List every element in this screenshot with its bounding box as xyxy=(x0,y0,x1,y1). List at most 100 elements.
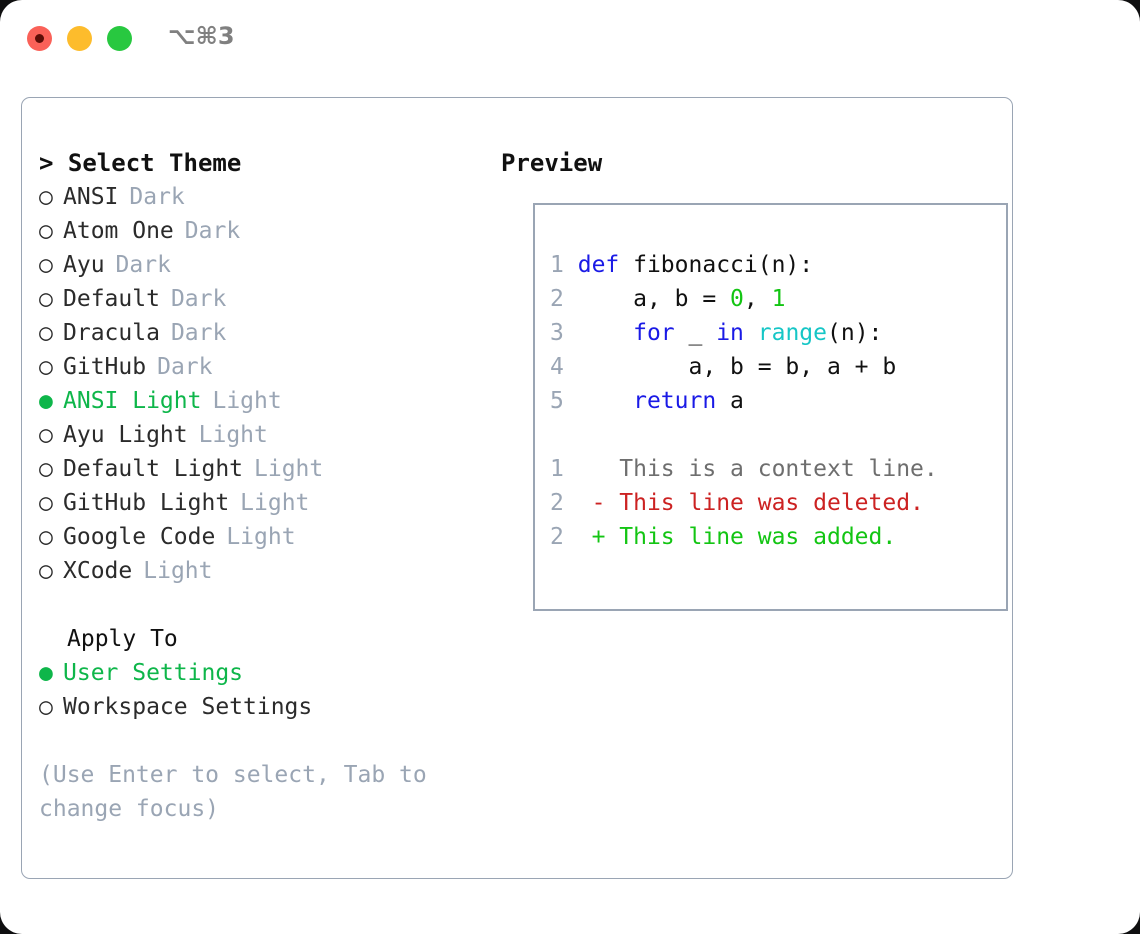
title-bar: ⌥⌘3 xyxy=(0,0,1140,78)
radio-unselected-icon[interactable]: ○ xyxy=(39,558,53,584)
code-token: in xyxy=(716,320,744,346)
theme-list-item[interactable]: ○ GitHub Dark xyxy=(39,350,489,384)
apply-to-option[interactable]: ○Workspace Settings xyxy=(39,690,489,724)
keyboard-hint-text: (Use Enter to select, Tab to change focu… xyxy=(39,762,427,822)
theme-variant-tag: Light xyxy=(226,524,296,550)
preview-heading: Preview xyxy=(501,149,603,177)
diff-text: This line was added. xyxy=(619,524,897,550)
diff-gutter-space xyxy=(564,456,592,482)
theme-list-item[interactable]: ○ Dracula Dark xyxy=(39,316,489,350)
radio-unselected-icon[interactable]: ○ xyxy=(39,218,53,244)
code-line: 5 return a xyxy=(550,384,896,418)
theme-list-item[interactable]: ○ Default Light Light xyxy=(39,452,489,486)
apply-to-option[interactable]: ● User Settings xyxy=(39,656,489,690)
theme-name: XCode xyxy=(63,558,133,584)
code-token xyxy=(744,320,758,346)
code-token: 1 xyxy=(771,286,786,312)
theme-variant-tag: Light xyxy=(254,456,324,482)
theme-name: Default xyxy=(63,286,160,312)
theme-list-item[interactable]: ○ XCode Light xyxy=(39,554,489,588)
theme-name: ANSI xyxy=(63,184,119,210)
radio-unselected-icon[interactable]: ○ xyxy=(39,286,53,312)
code-token: for xyxy=(633,320,675,346)
diff-line-number: 2 xyxy=(550,524,564,550)
code-token: a, b = b, a + b xyxy=(577,354,897,380)
code-token: a, b = xyxy=(577,286,731,312)
code-gutter-space xyxy=(564,354,578,380)
theme-variant-tag: Dark xyxy=(157,354,213,380)
theme-variant-tag: Dark xyxy=(129,184,185,210)
theme-variant-tag: Light xyxy=(143,558,213,584)
code-token: a xyxy=(716,388,744,414)
theme-list-item[interactable]: ○ Atom One Dark xyxy=(39,214,489,248)
theme-name: Ayu xyxy=(63,252,105,278)
theme-list-item[interactable]: ○ Google Code Light xyxy=(39,520,489,554)
code-line-number: 4 xyxy=(550,354,564,380)
theme-list-item[interactable]: ○ Ayu Light Light xyxy=(39,418,489,452)
apply-to-section: Apply To ●User Settings○Workspace Settin… xyxy=(39,622,489,724)
code-line-number: 3 xyxy=(550,320,564,346)
close-window-icon[interactable] xyxy=(27,26,52,51)
code-gutter-space xyxy=(564,320,578,346)
diff-marker: + xyxy=(591,524,620,550)
code-token: 0 xyxy=(730,286,744,312)
theme-list-item[interactable]: ● ANSI Light Light xyxy=(39,384,489,418)
theme-name: Dracula xyxy=(63,320,160,346)
theme-name: Google Code xyxy=(63,524,216,550)
code-line: 1 def fibonacci(n): xyxy=(550,248,896,282)
theme-list-item[interactable]: ○ GitHub Light Light xyxy=(39,486,489,520)
theme-name: Atom One xyxy=(63,218,174,244)
radio-unselected-icon[interactable]: ○ xyxy=(39,694,53,720)
radio-unselected-icon[interactable]: ○ xyxy=(39,524,53,550)
theme-variant-tag: Light xyxy=(240,490,310,516)
radio-unselected-icon[interactable]: ○ xyxy=(39,422,53,448)
theme-name: Default Light xyxy=(63,456,244,482)
radio-unselected-icon[interactable]: ○ xyxy=(39,252,53,278)
diff-line-number: 2 xyxy=(550,490,564,516)
diff-marker: - xyxy=(591,490,620,516)
code-line: 3 for _ in range(n): xyxy=(550,316,896,350)
theme-name: GitHub Light xyxy=(63,490,230,516)
code-line-number: 2 xyxy=(550,286,564,312)
apply-to-option-label: User Settings xyxy=(63,660,244,686)
radio-unselected-icon[interactable]: ○ xyxy=(39,320,53,346)
theme-variant-tag: Dark xyxy=(184,218,241,244)
theme-name: ANSI Light xyxy=(63,388,202,414)
theme-name: Ayu Light xyxy=(63,422,188,448)
diff-line: 2 - This line was deleted. xyxy=(550,486,938,520)
theme-variant-tag: Dark xyxy=(170,320,227,346)
theme-variant-tag: Dark xyxy=(115,252,171,278)
radio-unselected-icon[interactable]: ○ xyxy=(39,490,53,516)
diff-line: 1 This is a context line. xyxy=(550,452,938,486)
code-gutter-space xyxy=(564,286,578,312)
theme-name: GitHub xyxy=(63,354,147,380)
radio-selected-icon[interactable]: ● xyxy=(39,660,53,686)
code-line-number: 1 xyxy=(550,252,564,278)
theme-list-item[interactable]: ○ ANSI Dark xyxy=(39,180,489,214)
theme-variant-tag: Light xyxy=(212,388,282,414)
diff-sample: 1 This is a context line.2 - This line w… xyxy=(550,452,938,554)
maximize-window-icon[interactable] xyxy=(107,26,132,51)
minimize-window-icon[interactable] xyxy=(67,26,92,51)
diff-gutter-space xyxy=(564,490,592,516)
code-gutter-space xyxy=(564,252,578,278)
code-token xyxy=(578,320,633,346)
radio-unselected-icon[interactable]: ○ xyxy=(39,456,53,482)
code-line-number: 5 xyxy=(550,388,564,414)
select-theme-heading: > Select Theme xyxy=(39,149,242,177)
radio-unselected-icon[interactable]: ○ xyxy=(39,354,53,380)
apply-to-options: ● User Settings ○Workspace Settings xyxy=(39,656,489,724)
theme-variant-tag: Light xyxy=(198,422,268,448)
code-token: return xyxy=(633,388,717,414)
keyboard-shortcut-label: ⌥⌘3 xyxy=(168,22,235,50)
theme-list-item[interactable]: ○ Ayu Dark xyxy=(39,248,489,282)
radio-unselected-icon[interactable]: ○ xyxy=(39,184,53,210)
radio-selected-icon[interactable]: ● xyxy=(39,388,53,414)
code-token: _ xyxy=(674,320,717,346)
